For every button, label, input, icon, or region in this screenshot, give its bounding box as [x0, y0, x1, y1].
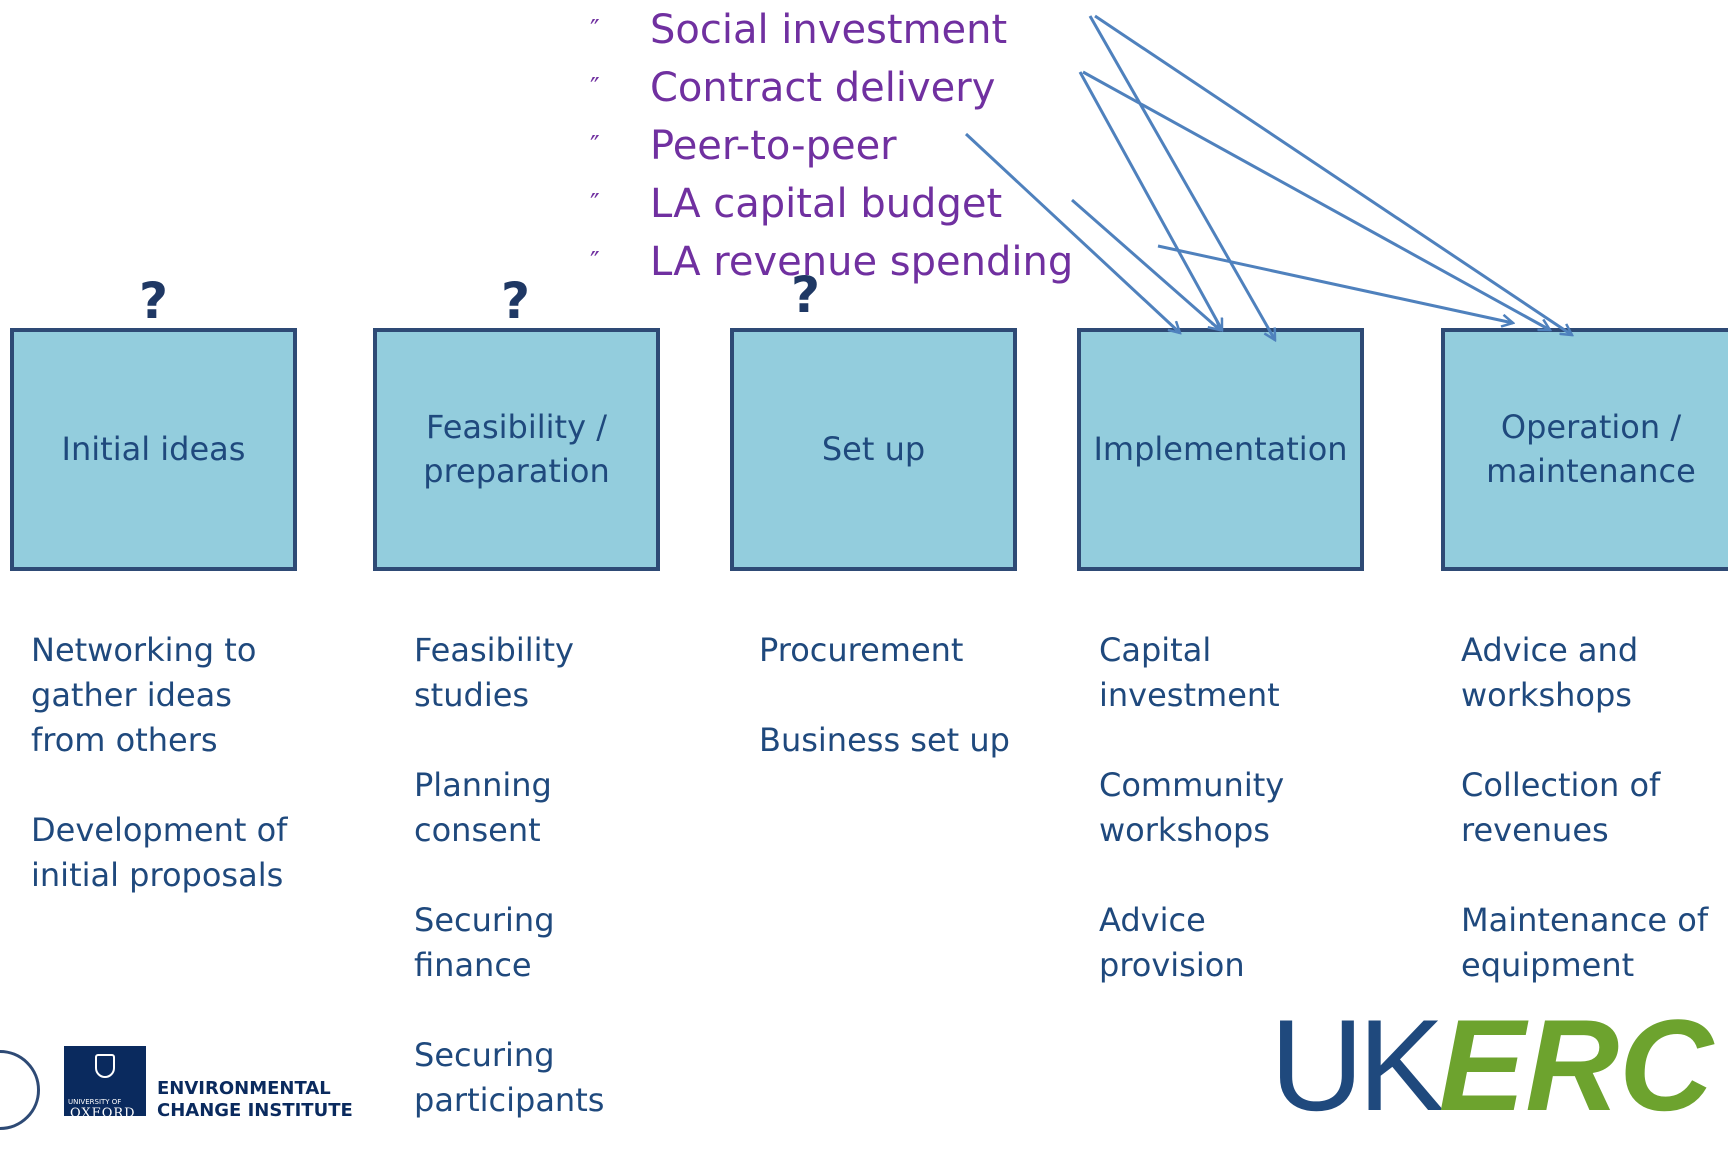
des-seal-logo: [0, 1050, 40, 1130]
stage-box-set-up: Set up: [730, 328, 1017, 571]
activity-item: Networking to gather ideas from others: [31, 631, 257, 759]
funding-item-la-revenue-spending: ″ LA revenue spending: [590, 236, 1074, 288]
stage-label: Initial ideas: [61, 429, 246, 468]
question-mark-initial-ideas: ?: [139, 272, 169, 330]
activities-implementation: Capital investment Community workshops A…: [1099, 628, 1399, 1033]
oxford-university-text: UNIVERSITY OF: [68, 1098, 122, 1106]
stage-box-implementation: Implementation: [1077, 328, 1364, 571]
activity-item: Business set up: [759, 721, 1010, 759]
eci-line2: CHANGE INSTITUTE: [157, 1100, 353, 1121]
activity-item: Securing participants: [414, 1036, 605, 1119]
activities-operation-maintenance: Advice and workshops Collection of reven…: [1461, 628, 1721, 1033]
activity-item: Procurement: [759, 631, 964, 669]
oxford-university-logo: UNIVERSITY OF OXFORD: [64, 1046, 146, 1116]
ukerc-erc-text: ERC: [1438, 992, 1714, 1138]
activity-item: Capital investment: [1099, 631, 1280, 714]
ukerc-logo: UKERC: [1270, 1000, 1713, 1130]
funding-label: LA capital budget: [650, 181, 1003, 227]
funding-item-la-capital-budget: ″ LA capital budget: [590, 178, 1003, 230]
stage-label: Implementation: [1093, 429, 1348, 468]
stage-label: Operation / maintenance: [1486, 408, 1696, 490]
funding-label: Social investment: [650, 7, 1008, 53]
activity-item: Community workshops: [1099, 766, 1285, 849]
funding-label: Contract delivery: [650, 65, 996, 111]
activity-item: Securing finance: [414, 901, 555, 984]
oxford-name-text: OXFORD: [70, 1106, 136, 1116]
stage-box-operation-maintenance: Operation / maintenance: [1441, 328, 1728, 571]
funding-item-contract-delivery: ″ Contract delivery: [590, 62, 996, 114]
funding-item-peer-to-peer: ″ Peer-to-peer: [590, 120, 897, 172]
activity-item: Development of initial proposals: [31, 811, 288, 894]
stage-box-feasibility-preparation: Feasibility / preparation: [373, 328, 660, 571]
activity-item: Feasibility studies: [414, 631, 574, 714]
activity-item: Planning consent: [414, 766, 552, 849]
activities-feasibility-preparation: Feasibility studies Planning consent Sec…: [414, 628, 714, 1168]
eci-line1: ENVIRONMENTAL: [157, 1078, 331, 1099]
eci-logo-text: ENVIRONMENTAL CHANGE INSTITUTE: [157, 1078, 353, 1122]
funding-label: Peer-to-peer: [650, 123, 897, 169]
funding-label: LA revenue spending: [650, 239, 1074, 285]
bullet-icon: ″: [590, 247, 600, 277]
activities-initial-ideas: Networking to gather ideas from others D…: [31, 628, 331, 943]
activity-item: Advice provision: [1099, 901, 1245, 984]
stage-label: Feasibility / preparation: [423, 408, 610, 490]
stage-box-initial-ideas: Initial ideas: [10, 328, 297, 571]
question-mark-set-up: ?: [791, 266, 821, 324]
activity-item: Advice and workshops: [1461, 631, 1639, 714]
funding-item-social-investment: ″ Social investment: [590, 4, 1008, 56]
bullet-icon: ″: [590, 189, 600, 219]
stage-label: Set up: [821, 429, 926, 468]
funding-sources-list: ″ Social investment ″ Contract delivery …: [0, 0, 1728, 300]
bullet-icon: ″: [590, 131, 600, 161]
activity-item: Collection of revenues: [1461, 766, 1661, 849]
activity-item: Maintenance of equipment: [1461, 901, 1709, 984]
bullet-icon: ″: [590, 73, 600, 103]
activities-set-up: Procurement Business set up: [759, 628, 1059, 808]
ukerc-uk-text: UK: [1270, 992, 1445, 1138]
question-mark-feasibility: ?: [501, 272, 531, 330]
oxford-crest-icon: [95, 1054, 115, 1078]
bullet-icon: ″: [590, 15, 600, 45]
